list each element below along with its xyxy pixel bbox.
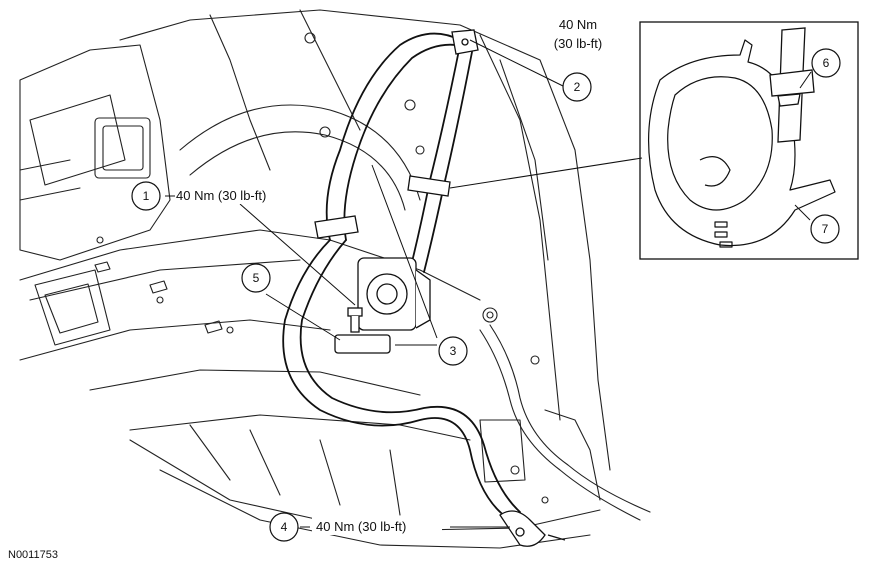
- callout-4: 4: [269, 512, 299, 542]
- belt-clip-detail: [769, 27, 815, 143]
- torque-label-item-4: 40 Nm (30 lb-ft): [316, 519, 406, 534]
- torque-labels: 40 Nm (30 lb-ft) 40 Nm (30 lb-ft) 40 Nm …: [176, 16, 610, 535]
- torque-label-item-2-line-1: 40 Nm: [559, 17, 597, 32]
- callout-2-number: 2: [574, 80, 581, 94]
- torque-label-item-2-line-2: (30 lb-ft): [554, 36, 602, 51]
- callout-3: 3: [438, 336, 468, 366]
- callout-5-number: 5: [253, 271, 260, 285]
- callout-3-number: 3: [450, 344, 457, 358]
- callouts: 1 2 3 4 5 6 7: [131, 48, 841, 542]
- speaker-bezel-bracket: [647, 39, 836, 248]
- torque-label-item-1: 40 Nm (30 lb-ft): [176, 188, 266, 203]
- callout-4-number: 4: [281, 520, 288, 534]
- figure-id: N0011753: [8, 549, 58, 561]
- belt-guide-upper: [407, 175, 451, 197]
- lower-anchor: [499, 510, 566, 547]
- callout-2: 2: [562, 72, 592, 102]
- upper-dring-anchor: [451, 29, 479, 55]
- callout-6: 6: [811, 48, 841, 78]
- belt-guide-lower: [314, 215, 359, 239]
- callout-1: 1: [131, 181, 161, 211]
- callout-6-number: 6: [823, 56, 830, 70]
- leader-lines: [165, 39, 812, 528]
- vehicle-body-structure: [19, 9, 651, 549]
- seat-belt-retractor: [334, 257, 431, 354]
- callout-5: 5: [241, 263, 271, 293]
- retractor-bolt: [347, 307, 363, 333]
- callout-7-number: 7: [822, 222, 829, 236]
- seat-belt-webbing: [282, 32, 521, 521]
- callout-7: 7: [810, 214, 840, 244]
- callout-1-number: 1: [143, 189, 150, 203]
